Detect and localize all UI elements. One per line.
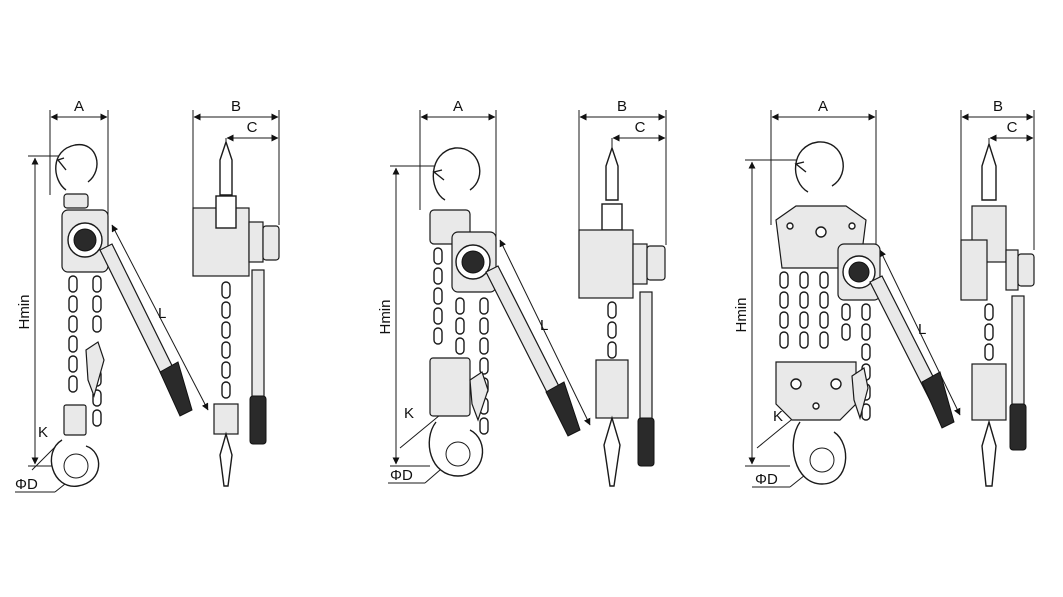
label-b-3: B [993, 98, 1003, 115]
dimension-b-1: B [192, 98, 280, 225]
label-k-3: K [773, 408, 783, 425]
load-chain-3 [779, 271, 871, 421]
dimension-k-3: K [756, 408, 797, 449]
front-view-2 [428, 147, 581, 477]
dimension-c-2: C [611, 119, 666, 150]
side-view-2 [578, 145, 666, 487]
dimension-d-3: ΦD [752, 471, 806, 488]
dimension-a-3: A [770, 98, 877, 248]
label-l-2: L [540, 317, 548, 334]
label-a-2: A [453, 98, 463, 115]
label-d-1: ΦD [15, 476, 38, 493]
label-c-3: C [1007, 119, 1018, 136]
side-chain-2 [607, 301, 617, 359]
side-chain-1 [221, 281, 231, 399]
dimension-hmin-2: Hmin [377, 165, 440, 467]
front-view-3 [775, 141, 955, 485]
dimension-a-2: A [419, 98, 497, 240]
dimension-l-1: L [111, 224, 209, 411]
label-c-2: C [635, 119, 646, 136]
side-chain-3 [984, 303, 994, 361]
label-hmin-1: Hmin [16, 294, 33, 329]
label-k-2: K [404, 405, 414, 422]
label-a-1: A [74, 98, 84, 115]
dimension-d-1: ΦD [15, 476, 71, 493]
label-l-3: L [918, 321, 926, 338]
dimension-b-2: B [578, 98, 667, 245]
load-chain-2 [433, 247, 489, 435]
dimension-c-1: C [225, 119, 279, 150]
label-l-1: L [158, 305, 166, 322]
dimension-b-3: B [960, 98, 1035, 250]
dimension-k-2: K [399, 405, 441, 449]
dimension-hmin-3: Hmin [733, 159, 800, 467]
front-view-1 [50, 144, 193, 487]
label-d-3: ΦD [755, 471, 778, 488]
dimension-l-3: L [879, 249, 961, 416]
figure-1: A Hmin K ΦD L [15, 98, 280, 493]
dimension-l-2: L [499, 239, 591, 426]
label-d-2: ΦD [390, 467, 413, 484]
label-a-3: A [818, 98, 828, 115]
figure-3: A Hmin K ΦD L [733, 98, 1035, 488]
side-view-3 [960, 141, 1035, 487]
dimension-hmin-1: Hmin [16, 155, 62, 467]
side-view-1 [192, 139, 280, 487]
dimension-d-2: ΦD [388, 467, 441, 484]
figure-2: A Hmin K ΦD L [377, 98, 667, 487]
label-hmin-2: Hmin [377, 299, 394, 334]
label-c-1: C [247, 119, 258, 136]
label-hmin-3: Hmin [733, 297, 750, 332]
dimension-c-3: C [988, 119, 1034, 150]
label-k-1: K [38, 424, 48, 441]
label-b-1: B [231, 98, 241, 115]
label-b-2: B [617, 98, 627, 115]
